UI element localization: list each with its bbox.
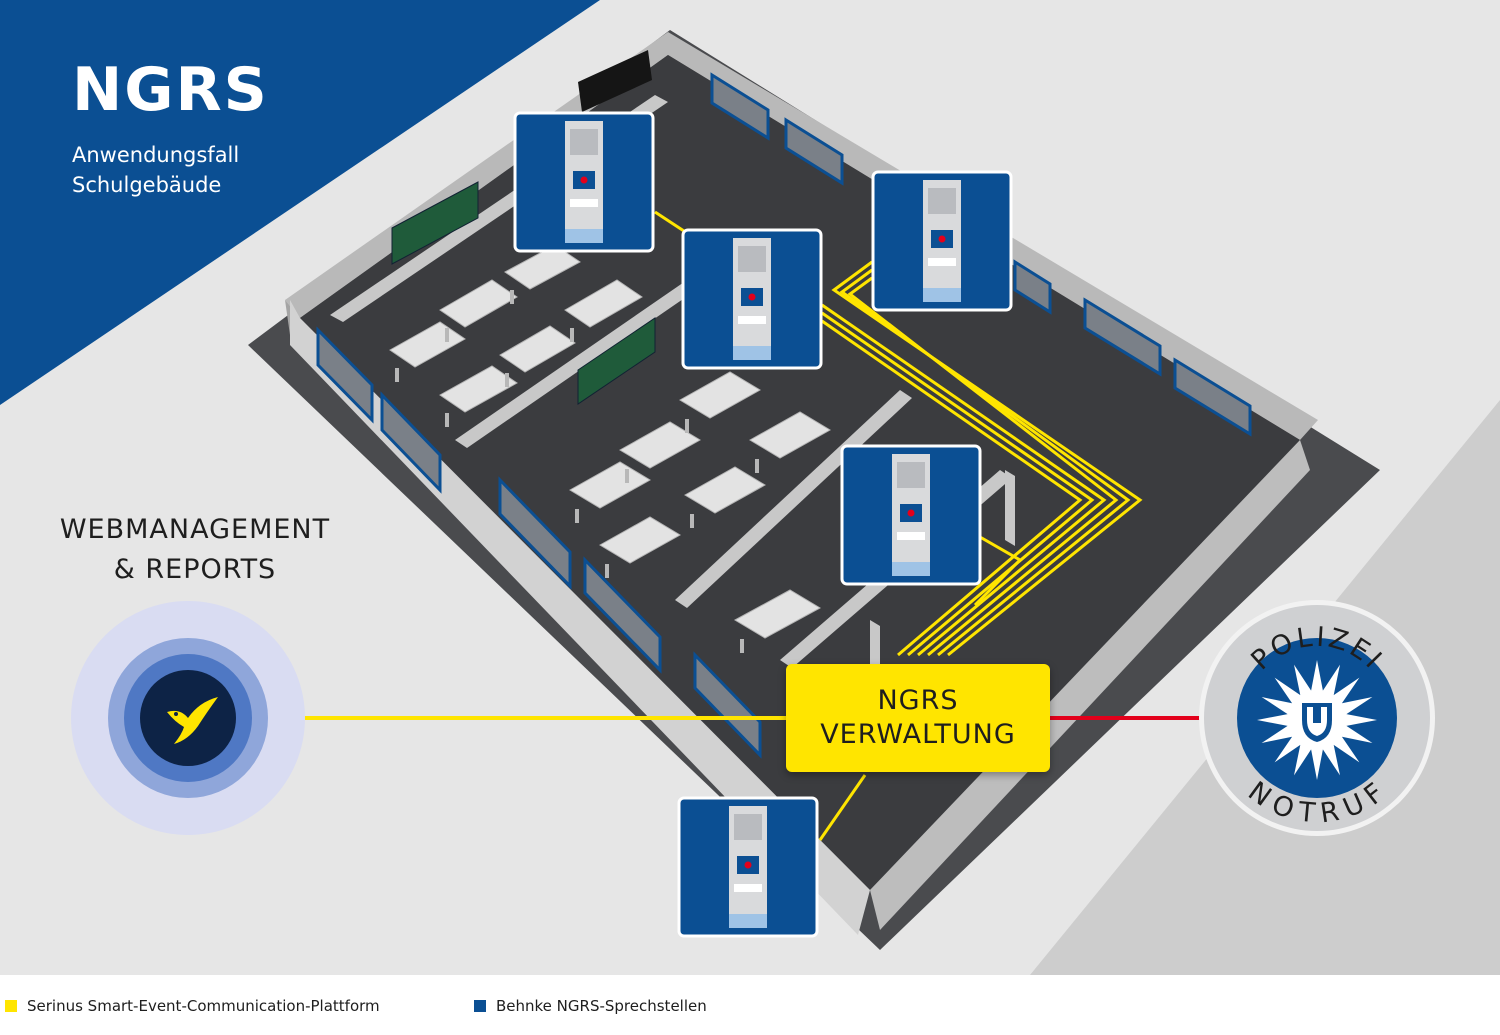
subtitle-line-2: Schulgebäude: [72, 173, 222, 197]
page-title: NGRS: [72, 55, 269, 125]
web-label-line-2: & REPORTS: [113, 554, 277, 585]
legend-item-intercoms: Behnke NGRS-Sprechstellen: [474, 993, 707, 1019]
legend-swatch-blue: [474, 1000, 486, 1012]
header: NGRS Anwendungsfall Schulgebäude: [72, 58, 269, 200]
intercom-icon: [840, 444, 982, 586]
legend-swatch-yellow: [5, 1000, 17, 1012]
intercom-icon: [681, 228, 823, 370]
intercom-device-5[interactable]: [677, 796, 819, 938]
intercom-device-1[interactable]: [513, 111, 655, 253]
intercom-device-2[interactable]: [681, 228, 823, 370]
building-right-wall: [870, 440, 1310, 930]
admin-line-2: VERWALTUNG: [820, 719, 1016, 750]
admin-line-1: NGRS: [877, 685, 959, 716]
door-back: [578, 50, 652, 112]
windows-front: [316, 326, 762, 759]
page-subtitle: Anwendungsfall Schulgebäude: [72, 140, 269, 200]
intercom-icon: [677, 796, 819, 938]
windows-back: [710, 72, 1252, 437]
chalkboard-2: [577, 317, 656, 405]
desk-legs: [395, 290, 759, 653]
bird-icon: [167, 697, 218, 744]
police-emergency-badge[interactable]: POLIZEI NOTRUF: [1199, 600, 1435, 836]
legend-bar: [0, 975, 1500, 1035]
intercom-icon: [513, 111, 655, 253]
desks: [389, 244, 831, 639]
intercom-device-3[interactable]: [871, 170, 1013, 312]
web-label-line-1: WEBMANAGEMENT: [59, 514, 331, 545]
intercom-device-4[interactable]: [840, 444, 982, 586]
legend-label-intercoms: Behnke NGRS-Sprechstellen: [496, 997, 707, 1015]
blue-corner: [0, 0, 600, 405]
intercom-icon: [871, 170, 1013, 312]
chalkboard-1: [391, 181, 479, 265]
cable-bundle: [654, 210, 1143, 841]
ngrs-admin-box[interactable]: NGRS VERWALTUNG: [786, 664, 1050, 772]
police-star-icon: [1257, 660, 1377, 780]
legend-item-platform: Serinus Smart-Event-Communication-Plattf…: [5, 993, 380, 1019]
web-management-label: WEBMANAGEMENT & REPORTS: [30, 510, 360, 590]
partition-2: [455, 278, 702, 448]
web-management-badge[interactable]: [71, 601, 305, 835]
legend-label-platform: Serinus Smart-Event-Communication-Plattf…: [27, 997, 380, 1015]
subtitle-line-1: Anwendungsfall: [72, 143, 240, 167]
